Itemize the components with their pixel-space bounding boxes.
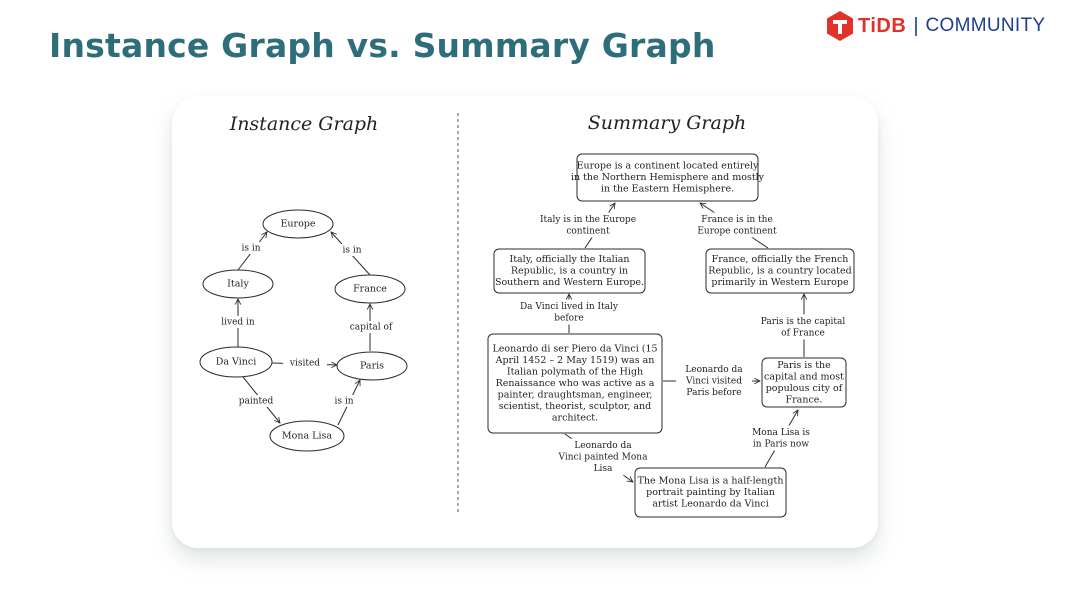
summary-node-monalisa bbox=[634, 467, 787, 518]
summary-edge-label: in Paris now bbox=[753, 439, 809, 449]
summary-edge-label-bg bbox=[503, 299, 635, 325]
summary-node-text: scientist, theorist, sculptor, and bbox=[499, 401, 652, 412]
instance-edge-label: is in bbox=[241, 244, 260, 254]
summary-node-text: capital and most bbox=[764, 371, 844, 382]
instance-graph-title: Instance Graph bbox=[229, 113, 379, 135]
tidb-logo-icon bbox=[827, 11, 853, 41]
summary-edge-label: Da Vinci lived in Italy bbox=[520, 302, 619, 312]
summary-node-text: April 1452 – 2 May 1519) was an bbox=[495, 355, 655, 366]
summary-edge-label: Leonardo da bbox=[574, 441, 632, 451]
instance-edge-label: is in bbox=[342, 246, 361, 256]
summary-edge-label: Italy is in the Europe bbox=[540, 215, 636, 225]
summary-node-text: Europe is a continent located entirely bbox=[577, 161, 759, 172]
summary-edge-label: of France bbox=[781, 328, 825, 338]
slide-title: Instance Graph vs. Summary Graph bbox=[49, 26, 716, 65]
instance-node-label: Da Vinci bbox=[216, 357, 257, 368]
brand-community: COMMUNITY bbox=[925, 15, 1046, 36]
summary-node-text: Republic, is a country located bbox=[708, 266, 851, 277]
summary-node-text: France, officially the French bbox=[712, 254, 849, 265]
instance-node-label: Europe bbox=[280, 219, 315, 230]
instance-graph: is in is in lived in capital of visited paint… bbox=[199, 209, 408, 452]
instance-node-label: Mona Lisa bbox=[282, 431, 332, 442]
summary-edge-label-bg bbox=[525, 212, 651, 238]
instance-node-europe bbox=[262, 209, 334, 239]
summary-edge-label: France is in the bbox=[701, 215, 773, 225]
brand-name: TiDB bbox=[858, 14, 907, 37]
summary-edge-label: Leonardo da bbox=[685, 365, 743, 375]
instance-edge-label: capital of bbox=[350, 323, 393, 333]
brand-separator: | bbox=[913, 14, 919, 37]
summary-edge-label-bg bbox=[745, 425, 817, 451]
instance-node-label: Italy bbox=[227, 279, 249, 290]
brand-logo-group: TiDB | COMMUNITY bbox=[826, 10, 1045, 42]
summary-node-text: Republic, is a country in bbox=[511, 266, 628, 277]
summary-node-text: The Mona Lisa is a half-length bbox=[638, 476, 784, 487]
summary-node-text: painter, draughtsman, engineer, bbox=[498, 390, 653, 401]
summary-edge-label-bg bbox=[690, 212, 784, 238]
summary-edge-label: Lisa bbox=[594, 464, 613, 474]
summary-node-text: in the Eastern Hemisphere. bbox=[601, 184, 734, 195]
summary-node-italy bbox=[493, 248, 646, 294]
instance-edge-label: is in bbox=[334, 397, 353, 407]
summary-edge-label: Paris is the capital bbox=[761, 317, 846, 327]
summary-node-paris bbox=[761, 357, 847, 408]
instance-node-label: Paris bbox=[360, 361, 384, 372]
summary-node-europe bbox=[576, 153, 759, 202]
summary-node-text: Italian polymath of the High bbox=[507, 367, 643, 378]
summary-node-text: France. bbox=[786, 394, 823, 405]
summary-node-text: populous city of bbox=[766, 383, 844, 394]
summary-node-text: artist Leonardo da Vinci bbox=[652, 499, 769, 510]
summary-node-text: architect. bbox=[552, 413, 598, 424]
summary-graph-title: Summary Graph bbox=[588, 112, 746, 134]
summary-edge-label: Paris before bbox=[686, 388, 741, 398]
summary-node-text: primarily in Western Europe bbox=[711, 277, 849, 288]
summary-node-text: Renaissance who was active as a bbox=[496, 378, 655, 389]
instance-node-monalisa bbox=[269, 420, 345, 452]
instance-edge-label-bg bbox=[234, 242, 268, 254]
summary-edge-label: Mona Lisa is bbox=[752, 428, 810, 438]
summary-node-text: in the Northern Hemisphere and mostly bbox=[571, 172, 765, 183]
instance-node-france bbox=[334, 274, 406, 304]
summary-edge-label: continent bbox=[566, 226, 610, 236]
instance-node-label: France bbox=[353, 284, 387, 295]
summary-edge-label-bg bbox=[675, 362, 753, 400]
summary-node-france bbox=[705, 248, 855, 294]
instance-node-paris bbox=[336, 351, 408, 381]
summary-edge-label-bg bbox=[746, 314, 860, 340]
instance-edge-label-bg bbox=[213, 316, 263, 328]
instance-edge-label-bg bbox=[341, 321, 401, 333]
summary-node-text: Italy, officially the Italian bbox=[509, 254, 629, 265]
instance-edge-label-bg bbox=[283, 357, 327, 369]
summary-node-leonardo bbox=[487, 333, 663, 434]
summary-node-text: portrait painting by Italian bbox=[646, 487, 775, 498]
summary-edge-label: before bbox=[554, 313, 583, 323]
summary-node-text: Paris is the bbox=[777, 360, 831, 371]
summary-edge-label: Vinci painted Mona bbox=[558, 453, 649, 463]
instance-edge-label-bg bbox=[335, 244, 369, 256]
instance-edge-label: visited bbox=[289, 359, 320, 369]
instance-edge-label-bg bbox=[234, 395, 278, 407]
instance-node-davinci bbox=[199, 346, 273, 378]
instance-edge-label: lived in bbox=[221, 318, 255, 328]
instance-node-italy bbox=[202, 269, 274, 299]
summary-node-text: Southern and Western Europe. bbox=[495, 277, 644, 288]
instance-edge-label-bg bbox=[327, 395, 361, 407]
summary-edge-label: Vinci visited bbox=[685, 377, 742, 387]
instance-edge-label: painted bbox=[239, 397, 274, 407]
summary-edge-label: Europe continent bbox=[697, 226, 777, 236]
summary-node-text: Leonardo di ser Piero da Vinci (15 bbox=[492, 344, 657, 355]
